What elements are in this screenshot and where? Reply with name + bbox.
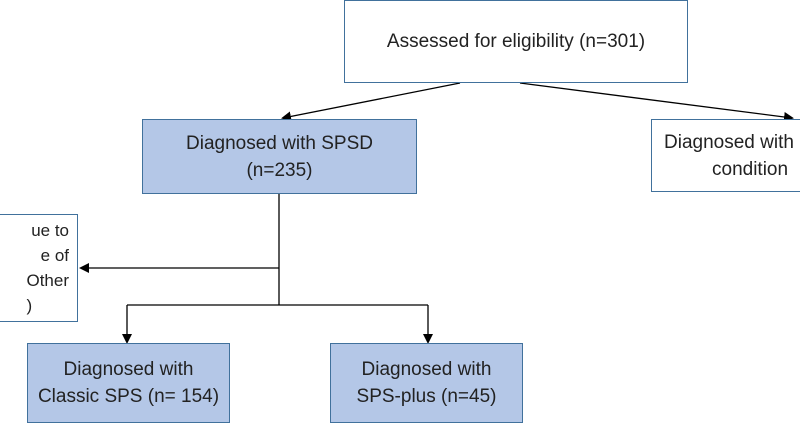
box-label-line: e of (40, 246, 69, 265)
box-label-line: Assessed for eligibility (n=301) (386, 31, 646, 52)
box-diagnosed-with-sps-plus: Diagnosed with SPS-plus (n=45) (330, 343, 523, 423)
box-label-line: ue to (31, 221, 69, 240)
box-label-line: Diagnosed with (63, 359, 194, 380)
box-label-line: ) (26, 296, 33, 315)
box-label-line: SPS-plus (n=45) (356, 386, 497, 407)
box-excluded: ue to e of Other ) (0, 214, 78, 322)
box-diagnosed-with-classic-sps: Diagnosed with Classic SPS (n= 154) (27, 343, 230, 423)
box-label-line: Diagnosed with (664, 131, 794, 153)
box-assessed-for-eligibility: Assessed for eligibility (n=301) (344, 0, 688, 83)
box-diagnosed-with-spsd: Diagnosed with SPSD (n=235) (142, 119, 417, 194)
box-label-line: Other (26, 271, 69, 290)
box-label-line: Classic SPS (n= 154) (37, 386, 220, 407)
box-diagnosed-with-other-condition: Diagnosed with condition (651, 119, 800, 192)
box-label-line: Diagnosed with SPSD (186, 132, 373, 154)
arrow-assessed-to-spsd (281, 82, 461, 122)
box-label-line: (n=235) (246, 159, 313, 181)
arrow-assessed-to-other (519, 82, 794, 122)
box-label-line: condition (712, 158, 789, 180)
box-label-line: Diagnosed with (361, 359, 492, 380)
